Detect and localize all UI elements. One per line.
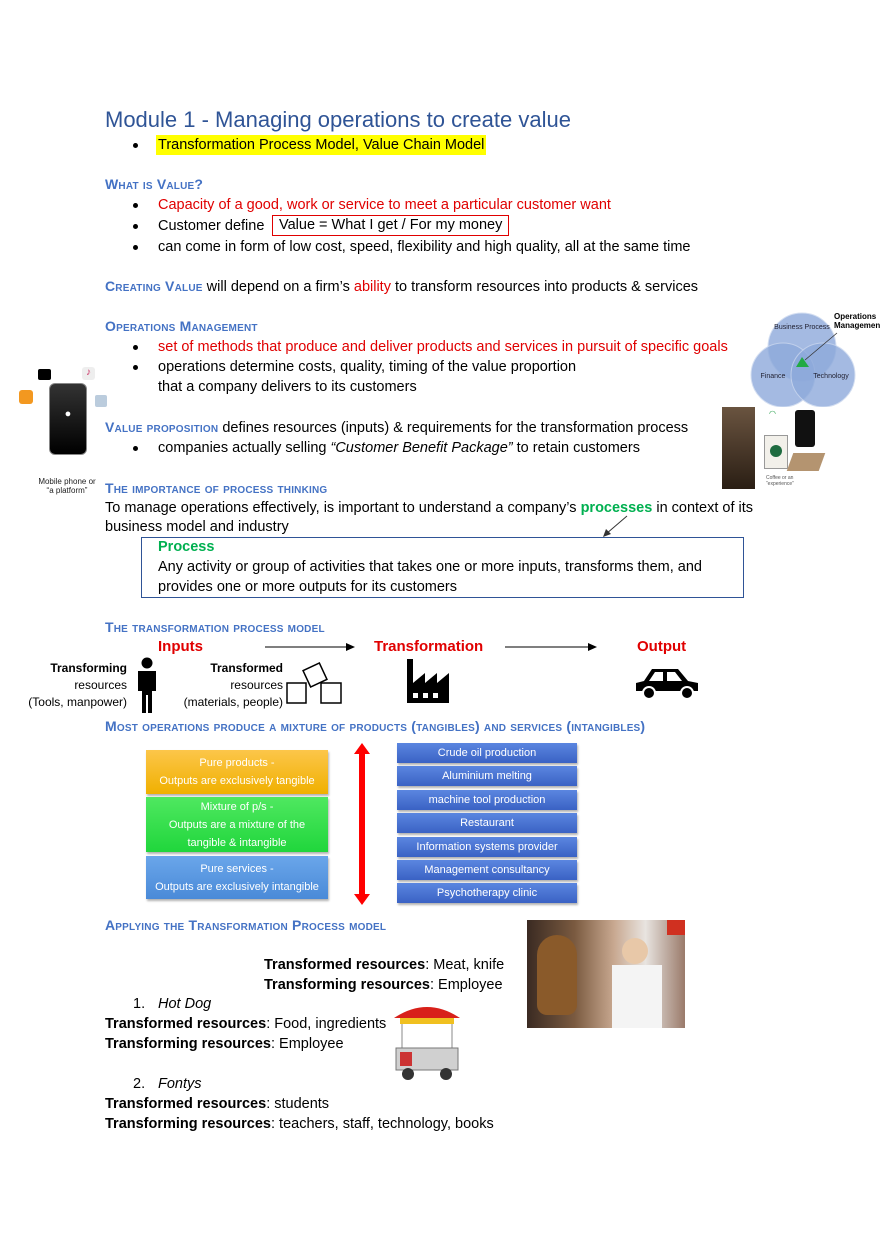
- bullet: [133, 345, 138, 350]
- bullet: [133, 203, 138, 208]
- value-formula-box: Value = What I get / For my money: [272, 215, 510, 236]
- cbp-bullet: companies actually selling “Customer Ben…: [158, 440, 640, 456]
- creating-value: Creating Value will depend on a firm’s a…: [105, 278, 699, 295]
- venn-finance: Finance: [761, 373, 786, 380]
- list-number: 2.: [133, 1076, 146, 1092]
- tpm-transformation: Transformation: [374, 638, 484, 655]
- person-icon: [138, 657, 156, 713]
- maps-icon: [95, 395, 107, 407]
- venn-technology: Technology: [813, 373, 849, 380]
- process-box-line2: provides one or more outputs for its cus…: [158, 579, 457, 595]
- example-item: Aluminium melting: [397, 766, 577, 786]
- example-item: Management consultancy: [397, 860, 577, 880]
- ops-mgmt-heading: Operations Management: [105, 318, 258, 334]
- bullet: [133, 224, 138, 229]
- doner-transformed: Transformed resources: Meat, knife: [264, 957, 505, 973]
- coffee-experience-image: ◠ Coffee or an “experience”: [722, 405, 826, 493]
- fontys-transforming: Transforming resources: teachers, staff,…: [105, 1116, 494, 1132]
- music-icon: ♪: [82, 367, 95, 380]
- example-item: Psychotherapy clinic: [397, 883, 577, 903]
- venn-center-label: Operations Management: [834, 312, 880, 330]
- process-definition-box: [141, 537, 744, 598]
- spectrum-pure-products: Pure products -Outputs are exclusively t…: [146, 750, 328, 794]
- phone-caption: Mobile phone or“a platform”: [38, 477, 96, 495]
- arrow-icon: [265, 643, 355, 651]
- double-arrow-icon: [354, 743, 370, 905]
- value-forms: can come in form of low cost, speed, fle…: [158, 239, 691, 255]
- education-icon: [19, 390, 33, 404]
- boxes-icon: [286, 662, 342, 704]
- mobile-platform-image: ● ♪ Mobile phone or“a platform”: [15, 365, 120, 495]
- ops-continuation: that a company delivers to its customers: [158, 379, 417, 395]
- tpm-output: Output: [637, 638, 687, 655]
- coffee-caption: Coffee or an “experience”: [766, 475, 794, 487]
- ops-determine: operations determine costs, quality, tim…: [158, 359, 577, 375]
- value-proposition: Value proposition defines resources (inp…: [105, 419, 689, 436]
- example-item: Restaurant: [397, 813, 577, 833]
- applying-heading: Applying the Transformation Process mode…: [105, 917, 387, 933]
- hotdog-cart-image: [394, 1007, 460, 1080]
- process-box-line1: Any activity or group of activities that…: [158, 559, 702, 575]
- ops-def: set of methods that produce and deliver …: [158, 339, 728, 355]
- arrow-icon: [603, 515, 628, 537]
- example-item: machine tool production: [397, 790, 577, 810]
- venn-business-process: Business Process: [774, 324, 830, 331]
- example-name: Hot Dog: [158, 996, 212, 1012]
- example-item: Crude oil production: [397, 743, 577, 763]
- topics-highlight: Transformation Process Model, Value Chai…: [156, 135, 487, 155]
- phone-icon: ●: [49, 383, 87, 455]
- bullet: [133, 446, 138, 451]
- what-is-value-heading: What is Value?: [105, 176, 204, 192]
- car-icon: [636, 669, 698, 700]
- example-name: Fontys: [158, 1076, 202, 1092]
- bullet: [133, 245, 138, 250]
- page-title: Module 1 - Managing operations to create…: [105, 107, 571, 132]
- bullet: [133, 143, 138, 148]
- value-def: Capacity of a good, work or service to m…: [158, 197, 611, 213]
- hotdog-transforming: Transforming resources: Employee: [105, 1036, 344, 1052]
- bullet: [133, 365, 138, 370]
- wifi-icon: ◠: [769, 409, 776, 418]
- example-item: Information systems provider: [397, 837, 577, 857]
- tpm-heading: The transformation process model: [105, 619, 325, 635]
- list-number: 1.: [133, 996, 146, 1012]
- fontys-transformed: Transformed resources: students: [105, 1096, 330, 1112]
- process-thinking-text: To manage operations effectively, is imp…: [105, 500, 754, 516]
- customer-define: Customer define: [158, 218, 265, 234]
- arrow-icon: [505, 643, 597, 651]
- factory-icon: [407, 659, 449, 703]
- process-thinking-heading: The importance of process thinking: [105, 480, 328, 496]
- spectrum-mixture: Mixture of p/s -Outputs are a mixture of…: [146, 797, 328, 852]
- tpm-inputs: Inputs: [158, 638, 203, 655]
- process-box-title: Process: [158, 539, 215, 555]
- mixture-heading: Most operations produce a mixture of pro…: [105, 718, 646, 734]
- venn-diagram: Business Process Finance Technology: [750, 312, 856, 407]
- hotdog-transformed: Transformed resources: Food, ingredients: [105, 1016, 387, 1032]
- process-thinking-text-2: business model and industry: [105, 519, 289, 535]
- doner-transforming: Transforming resources: Employee: [264, 977, 503, 993]
- spectrum-pure-services: Pure services -Outputs are exclusively i…: [146, 856, 328, 899]
- doner-photo: [527, 920, 685, 1028]
- appletv-icon: [38, 369, 51, 380]
